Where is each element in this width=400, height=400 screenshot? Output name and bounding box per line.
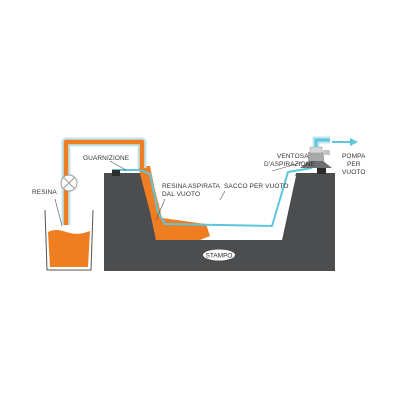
resin-in-mold xyxy=(138,166,210,240)
label-sacco-per-vuoto: SACCO PER VUOTO xyxy=(224,183,289,190)
seal-left xyxy=(112,170,120,176)
pump-arrow-icon xyxy=(332,138,358,146)
mold-cavity-surface xyxy=(205,176,296,240)
label-ventosa-1: VENTOSA xyxy=(277,153,309,160)
seal-right xyxy=(317,168,326,174)
resin-container xyxy=(44,209,94,271)
suction-cup-icon xyxy=(300,146,332,168)
label-resina: RESINA xyxy=(32,189,57,196)
label-pompa-3: VUOTO xyxy=(342,169,366,176)
label-pompa-2: PER xyxy=(347,161,361,168)
valve-icon xyxy=(60,174,78,192)
mold xyxy=(104,173,335,271)
vacuum-bag xyxy=(112,167,313,228)
vacuum-tube xyxy=(314,138,330,147)
stampo-label: STAMPO xyxy=(206,253,233,260)
stampo-badge xyxy=(203,249,235,261)
label-guarnizione: GUARNIZIONE xyxy=(83,155,130,162)
label-resina-aspirata-1: RESINA ASPIRATA xyxy=(162,183,221,190)
label-resina-aspirata-2: DAL VUOTO xyxy=(162,191,200,198)
label-pompa-1: POMPA xyxy=(342,153,366,160)
label-ventosa-2: D'ASPIRAZIONE xyxy=(264,161,316,168)
leader-lines xyxy=(54,160,304,227)
